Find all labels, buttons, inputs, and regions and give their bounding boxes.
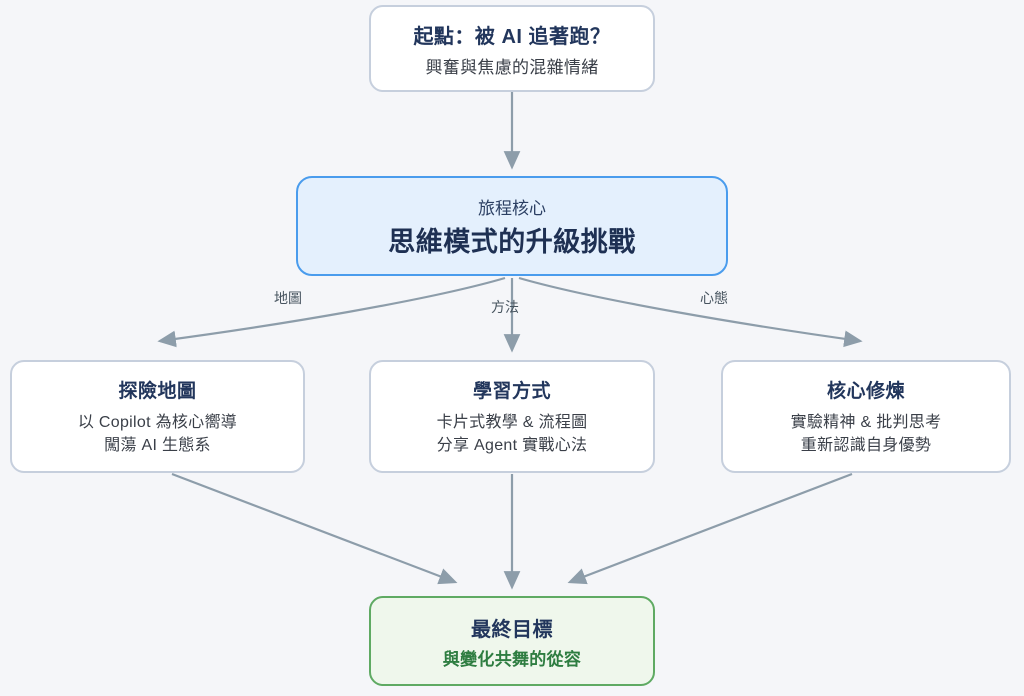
node-goal-title: 最終目標 [471,618,553,641]
edge-branch-mindset-to-goal [567,472,853,585]
node-branch-map-line1: 以 Copilot 為核心嚮導 [77,413,238,431]
node-core[interactable]: 旅程核心 思維模式的升級挑戰 [296,176,728,276]
edge-label-mindset: 心態 [700,290,728,306]
node-start-title: 起點：被 AI 追著跑？ [413,25,611,48]
node-branch-method[interactable]: 學習方式 卡片式教學 & 流程圖 分享 Agent 實戰心法 [369,360,655,473]
edge-label-map: 地圖 [274,290,302,306]
edge-label-method: 方法 [491,299,519,315]
node-branch-method-line1: 卡片式教學 & 流程圖 [436,413,588,431]
edge-core-to-branch-mindset [518,276,863,348]
node-branch-mindset[interactable]: 核心修煉 實驗精神 & 批判思考 重新認識自身優勢 [721,360,1011,473]
node-core-title: 思維模式的升級挑戰 [388,226,636,257]
node-branch-mindset-line1: 實驗精神 & 批判思考 [790,413,942,431]
node-branch-map-line2: 闖蕩 AI 生態系 [104,437,211,454]
node-branch-method-line2: 分享 Agent 實戰心法 [436,437,588,454]
node-branch-method-title: 學習方式 [472,380,551,402]
node-goal-subtitle: 與變化共舞的從容 [442,649,582,669]
node-core-eyebrow: 旅程核心 [478,198,546,218]
edge-branch-map-to-goal [171,472,458,585]
node-branch-map[interactable]: 探險地圖 以 Copilot 為核心嚮導 闖蕩 AI 生態系 [10,360,305,473]
node-goal[interactable]: 最終目標 與變化共舞的從容 [369,596,655,686]
edge-core-to-branch-map [157,276,506,348]
node-start[interactable]: 起點：被 AI 追著跑？ 興奮與焦慮的混雜情緒 [369,5,655,92]
node-branch-mindset-title: 核心修煉 [826,380,905,402]
node-branch-mindset-line2: 重新認識自身優勢 [800,437,932,454]
node-start-subtitle: 興奮與焦慮的混雜情緒 [425,57,599,77]
node-branch-map-title: 探險地圖 [118,380,197,402]
